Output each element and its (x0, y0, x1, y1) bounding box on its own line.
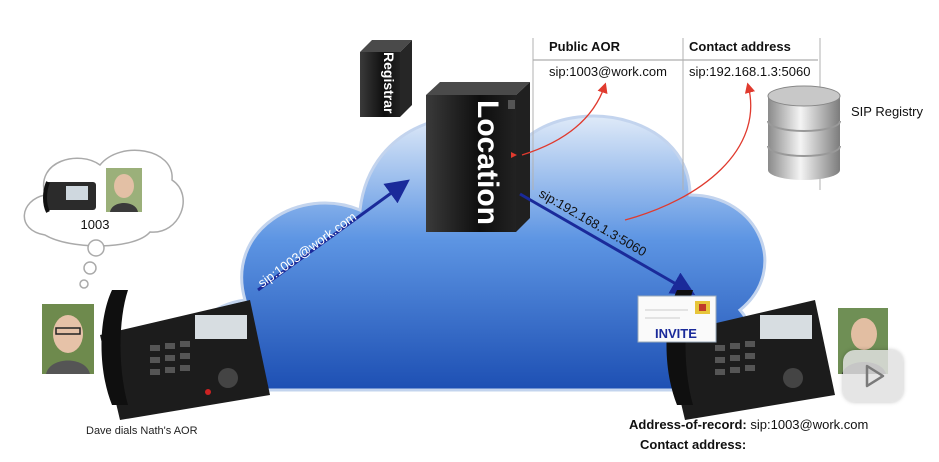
contact-info-label: Contact address: (640, 437, 747, 452)
location-pointer (511, 152, 517, 158)
table-cell-aor: sip:1003@work.com (549, 64, 667, 79)
red-arrows (521, 82, 755, 221)
registrar-label: Registrar (381, 52, 397, 114)
video-play-button[interactable] (843, 350, 903, 402)
play-icon (865, 364, 885, 388)
invite-message: INVITE (637, 295, 717, 343)
person-photo (42, 304, 94, 374)
desk-phone-icon (100, 290, 270, 420)
thought-label: 1003 (81, 217, 110, 232)
thought-bubble: 1003 (23, 149, 184, 289)
aor-info-label: Address-of-record: (629, 417, 747, 432)
database-icon (767, 85, 841, 180)
table-cell-contact: sip:192.168.1.3:5060 (689, 64, 811, 79)
table-header-public-aor: Public AOR (549, 39, 621, 54)
aor-info-value: sip:1003@work.com (750, 417, 869, 432)
caption-left: Dave dials Nath's AOR (86, 425, 198, 437)
invite-label: INVITE (655, 326, 697, 341)
aor-info: Address-of-record: sip:1003@work.com (629, 417, 868, 432)
sip-registry-label: SIP Registry (851, 104, 924, 119)
person-photo (106, 168, 142, 212)
desk-phone-icon (43, 181, 96, 213)
table-header-contact-address: Contact address (689, 39, 791, 54)
registrar-server: Registrar (360, 40, 412, 117)
location-label: Location (471, 100, 504, 225)
location-server: Location (426, 82, 530, 232)
